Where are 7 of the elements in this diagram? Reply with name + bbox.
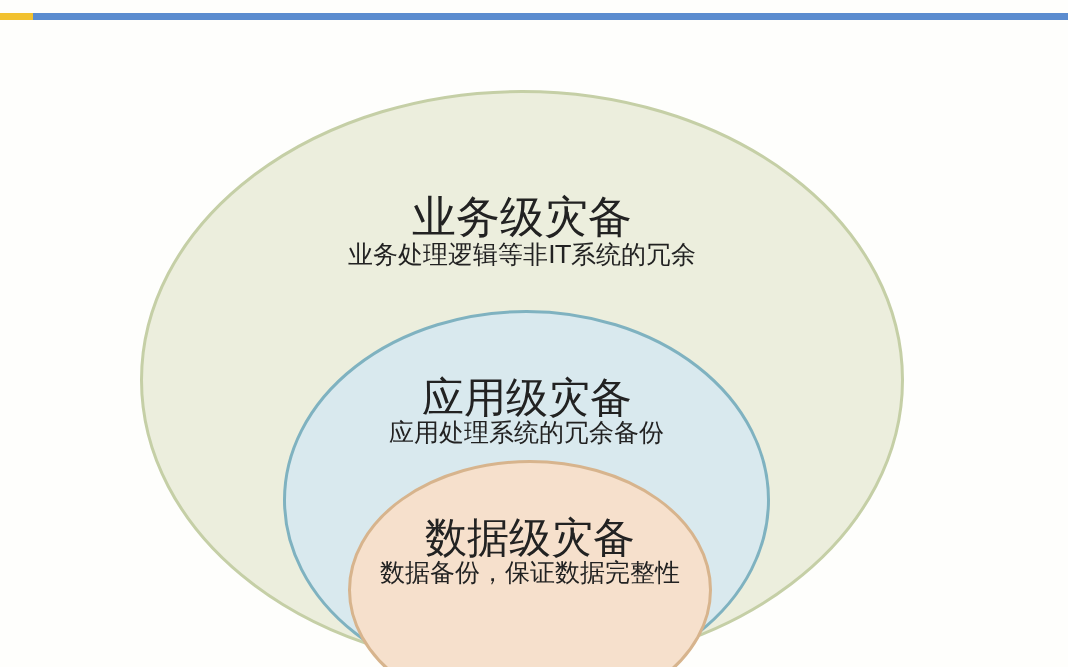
description: 应用处理系统的冗余备份 [389,418,664,449]
ellipse-region [140,90,904,667]
ellipse-region [283,310,770,667]
heading: 业务级灾备 [412,190,632,242]
description: 业务处理逻辑等非IT系统的冗余 [348,239,696,271]
description: 数据备份，保证数据完整性 [380,558,680,589]
ellipse-region [348,460,712,667]
